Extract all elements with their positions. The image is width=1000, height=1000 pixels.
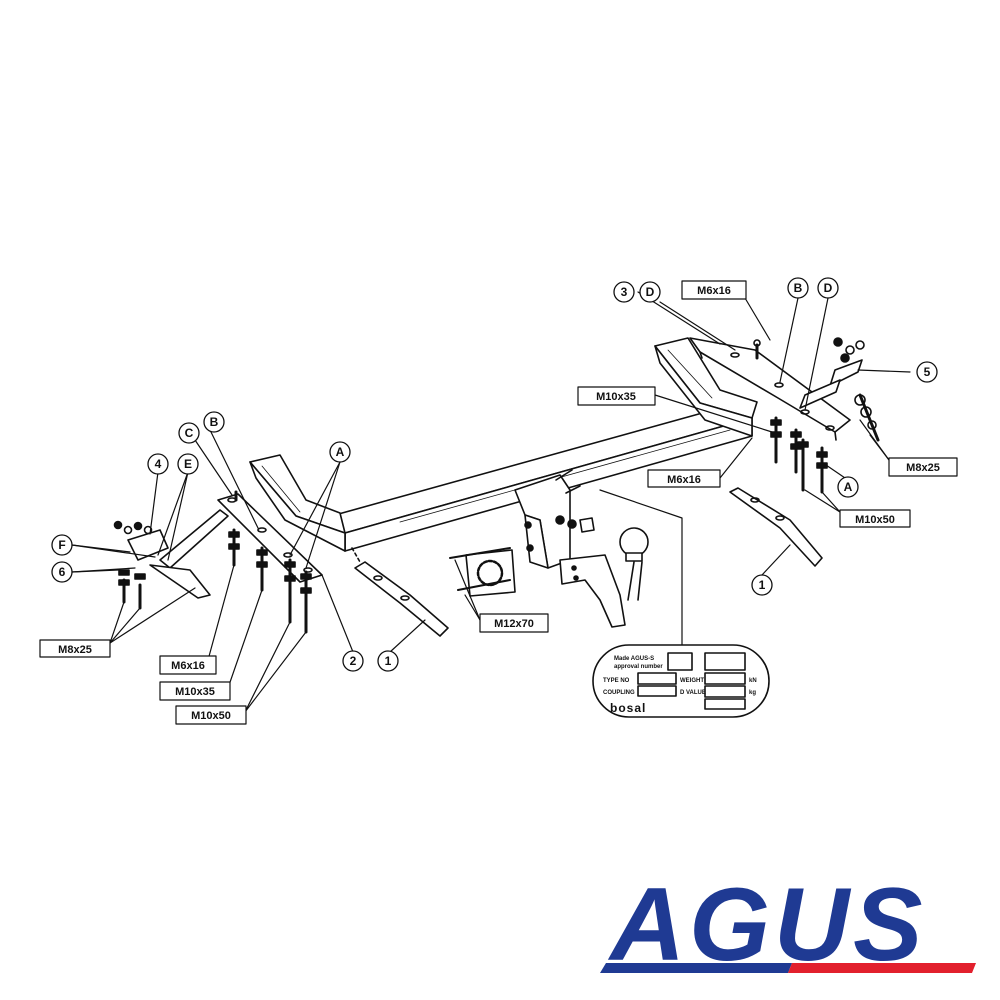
callout-texts: 3 D B D 5 A 1 B C A 4 E F 6 2 1: [58, 281, 930, 668]
callout-e-left: E: [184, 457, 192, 471]
right-side-plate: [799, 359, 863, 409]
label-m8x25-right: M8x25: [906, 462, 940, 474]
callout-2: 2: [350, 654, 357, 668]
id-plate: [592, 644, 770, 718]
callout-b-left: B: [210, 415, 219, 429]
logo-blue-stripe: [600, 963, 792, 973]
label-m10x50-left: M10x50: [191, 710, 231, 722]
plate-unit-kn: kN: [749, 678, 757, 684]
callout-d-right-2: D: [824, 281, 833, 295]
towball-bolts: [555, 515, 595, 533]
right-strap: [729, 487, 823, 567]
left-side-arm: [249, 454, 346, 552]
id-plate-texts: Made AGUS-S approval number TYPE NO COUP…: [603, 656, 757, 715]
callout-5: 5: [924, 365, 931, 379]
label-m6x16-top: M6x16: [697, 285, 731, 297]
callout-c-left: C: [185, 426, 194, 440]
left-strap: [351, 547, 449, 637]
towball-mount: [514, 469, 581, 569]
right-mounting-plate: [689, 337, 851, 441]
callout-a-left: A: [336, 445, 345, 459]
callout-d-right-1: D: [646, 285, 655, 299]
callout-circles: [51, 277, 938, 672]
callout-1-left: 1: [385, 654, 392, 668]
plate-d-value: D VALUE: [680, 690, 706, 696]
callout-4: 4: [155, 457, 162, 471]
label-m6x16-right: M6x16: [667, 474, 701, 486]
label-m6x16-left: M6x16: [171, 660, 205, 672]
label-m12x70: M12x70: [494, 618, 534, 630]
callout-f-left: F: [58, 538, 65, 552]
label-m8x25-left: M8x25: [58, 644, 92, 656]
agus-logo: AGUS: [600, 867, 976, 983]
label-m10x50-right: M10x50: [855, 514, 895, 526]
left-bolts: [113, 490, 312, 634]
left-side-plate: [127, 509, 229, 599]
right-side-arm: [654, 337, 758, 437]
right-bolts: [753, 337, 880, 494]
towball: [559, 527, 649, 628]
callout-6: 6: [59, 565, 66, 579]
label-m10x35-right: M10x35: [596, 391, 636, 403]
plate-unit-kg: kg: [749, 690, 756, 696]
callout-3: 3: [621, 285, 628, 299]
callout-1-right: 1: [759, 578, 766, 592]
plate-line-2: approval number: [614, 664, 663, 670]
plate-brand: bosal: [610, 701, 646, 715]
plate-line-1: Made AGUS-S: [614, 656, 654, 662]
plate-weight: WEIGHT: [680, 678, 704, 684]
label-boxes: [39, 280, 958, 725]
socket-plate: [449, 547, 516, 597]
logo-red-stripe: [788, 963, 976, 973]
bolt-size-labels: M6x16 M10x35 M6x16 M10x50 M8x25 M12x70 M…: [58, 285, 940, 722]
callout-b-right: B: [794, 281, 803, 295]
plate-type-no: TYPE NO: [603, 678, 630, 684]
plate-coupling: COUPLING: [603, 690, 635, 696]
label-m10x35-left: M10x35: [175, 686, 215, 698]
callout-a-right: A: [844, 480, 853, 494]
